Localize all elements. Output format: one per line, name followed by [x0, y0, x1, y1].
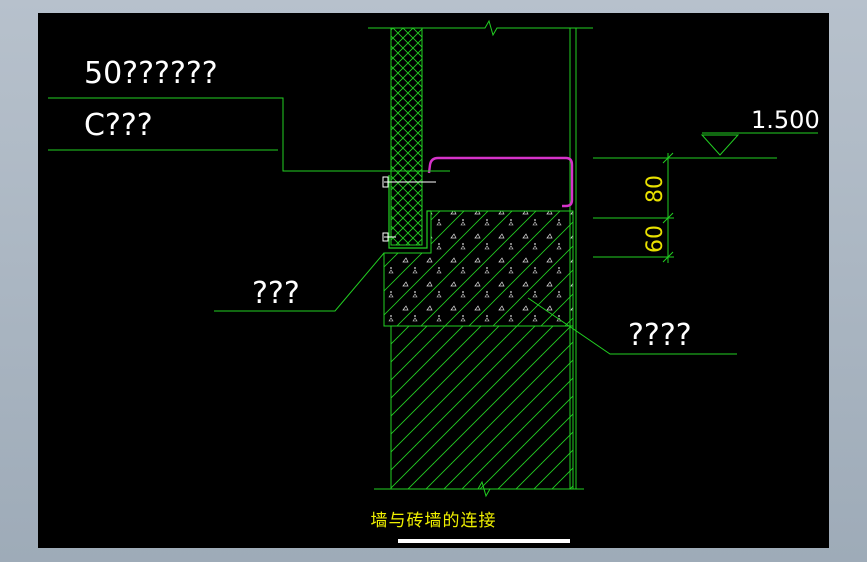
channel-spec-label: C??? — [84, 108, 153, 143]
bolts — [382, 176, 436, 242]
dimension-lines — [593, 152, 674, 263]
board-spec-label: 50?????? — [84, 56, 218, 91]
bottom-break-line — [374, 480, 584, 498]
insulation-panel — [390, 27, 423, 246]
title-underline — [398, 539, 570, 543]
elevation-marker — [593, 132, 818, 159]
brick-wall — [390, 325, 574, 490]
top-break-line — [368, 19, 593, 37]
right-leader-line — [527, 297, 737, 355]
right-callout-label: ???? — [628, 318, 692, 353]
left-leader-lines — [48, 97, 450, 312]
left-callout-label: ??? — [252, 276, 300, 311]
elevation-value: 1.500 — [751, 106, 820, 134]
dim-upper-label: 80 — [643, 175, 668, 203]
cad-viewport: 50?????? C??? ??? ???? 1.500 80 60 墙与砖墙的… — [38, 13, 829, 548]
section-detail-drawing: 50?????? C??? ??? ???? 1.500 80 60 — [48, 19, 820, 543]
drawing-title: 墙与砖墙的连接 — [370, 511, 497, 531]
angle-bracket — [388, 175, 431, 249]
dim-lower-label: 60 — [643, 225, 668, 253]
concrete-beam — [383, 210, 574, 327]
c-channel — [427, 156, 574, 208]
